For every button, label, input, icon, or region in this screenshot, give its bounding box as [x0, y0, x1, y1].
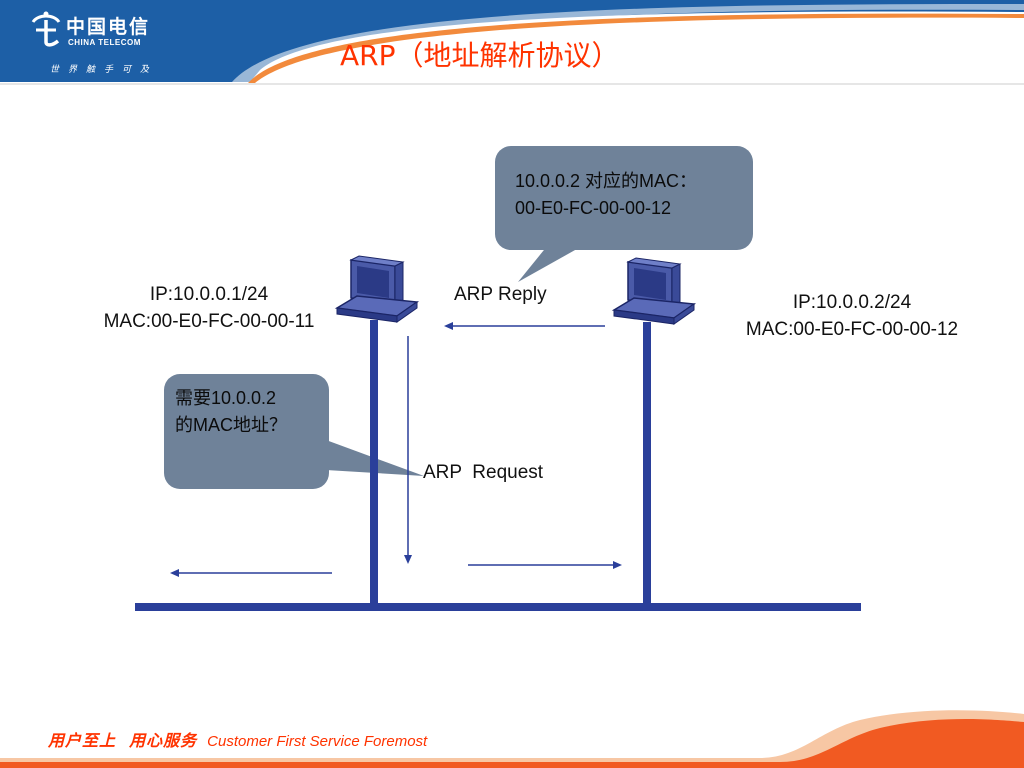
china-telecom-logo: 中国电信 CHINA TELECOM 世界触手可及 — [28, 10, 178, 75]
footer-slogan-en: Customer First Service Foremost — [207, 733, 428, 750]
telecom-e-icon — [31, 11, 61, 47]
request-bubble-line-1: 需要10.0.0.2 — [175, 388, 277, 408]
right-host-mac: MAC:00-E0-FC-00-00-12 — [745, 319, 959, 340]
left-computer-icon — [334, 255, 420, 323]
brand-name-cn: 中国电信 — [66, 16, 151, 38]
broadcast-left-arrow — [170, 569, 332, 577]
left-host-drop-line — [370, 320, 378, 606]
request-bubble-line-2: 的MAC地址？ — [175, 415, 287, 435]
network-bus-line — [135, 603, 861, 611]
brand-slogan: 世界触手可及 — [50, 65, 159, 75]
footer-swoosh — [0, 705, 1024, 768]
reply-bubble-tail — [518, 245, 584, 282]
footer-slogan: 用户至上 用心服务 Customer First Service Foremost — [48, 727, 427, 751]
arp-reply-arrow — [444, 322, 605, 330]
right-host-ip: IP:10.0.0.2/24 — [792, 292, 912, 313]
arp-reply-bubble: 10.0.0.2 对应的MAC： 00-E0-FC-00-00-12 — [495, 146, 753, 250]
reply-bubble-line-1: 10.0.0.2 对应的MAC： — [515, 171, 698, 191]
left-host-mac: MAC:00-E0-FC-00-00-11 — [103, 311, 315, 332]
broadcast-right-arrow — [468, 561, 622, 569]
reply-bubble-line-2: 00-E0-FC-00-00-12 — [515, 198, 672, 218]
left-host-ip: IP:10.0.0.1/24 — [149, 284, 269, 305]
right-computer-icon — [611, 257, 697, 325]
arp-request-down-arrow — [404, 336, 412, 564]
brand-name-en: CHINA TELECOM — [68, 38, 141, 47]
arp-request-label: ARP Request — [423, 462, 544, 483]
arp-request-bubble: 需要10.0.0.2 的MAC地址？ — [164, 374, 329, 489]
header-banner — [0, 0, 1024, 85]
right-host-drop-line — [643, 322, 651, 606]
arp-reply-label: ARP Reply — [454, 284, 547, 305]
page-title: ARP（地址解析协议） — [340, 39, 620, 72]
footer-slogan-cn: 用户至上 用心服务 — [48, 731, 198, 750]
